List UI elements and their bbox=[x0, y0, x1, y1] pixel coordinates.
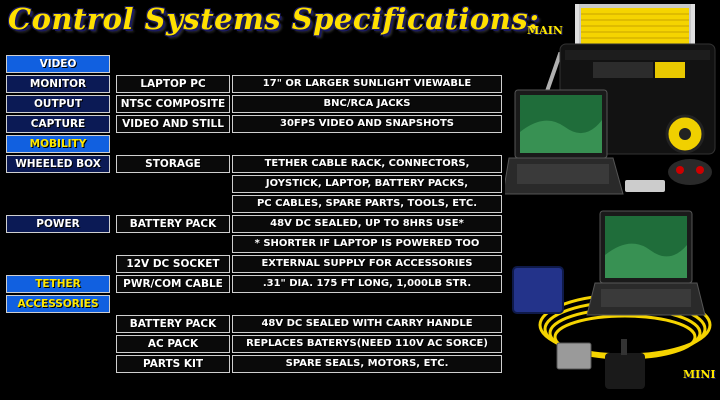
spec-detail: TETHER CABLE RACK, CONNECTORS, bbox=[232, 155, 502, 173]
spec-type: LAPTOP PC bbox=[116, 75, 230, 93]
spec-row: TETHER PWR/COM CABLE.31" DIA. 175 FT LONG… bbox=[0, 275, 510, 293]
spec-label: MONITOR bbox=[6, 75, 110, 93]
spec-type: AC PACK bbox=[116, 335, 230, 353]
spec-type: BATTERY PACK bbox=[116, 215, 230, 233]
spec-detail: 48V DC SEALED, UP TO 8HRS USE* bbox=[232, 215, 502, 233]
spec-detail: PC CABLES, SPARE PARTS, TOOLS, ETC. bbox=[232, 195, 502, 213]
page-title: Control Systems Specifications: bbox=[8, 2, 540, 36]
mini-system-photo bbox=[512, 210, 712, 389]
laptop-icon bbox=[586, 210, 706, 316]
section-header: MOBILITY bbox=[6, 135, 110, 153]
spec-detail: 30FPS VIDEO AND SNAPSHOTS bbox=[232, 115, 502, 133]
mini-photo-label: MINI bbox=[683, 368, 716, 381]
spec-label: OUTPUT bbox=[6, 95, 110, 113]
spec-row: * SHORTER IF LAPTOP IS POWERED TOO bbox=[0, 235, 510, 253]
spec-label: TETHER bbox=[6, 275, 110, 293]
spec-type: VIDEO AND STILL bbox=[116, 115, 230, 133]
spec-detail: SPARE SEALS, MOTORS, ETC. bbox=[232, 355, 502, 373]
spec-label: CAPTURE bbox=[6, 115, 110, 133]
spec-type: STORAGE bbox=[116, 155, 230, 173]
laptop-icon bbox=[505, 89, 624, 195]
spec-detail: 17" OR LARGER SUNLIGHT VIEWABLE bbox=[232, 75, 502, 93]
spec-detail: .31" DIA. 175 FT LONG, 1,000LB STR. bbox=[232, 275, 502, 293]
spec-row: MOBILITY bbox=[0, 135, 510, 153]
ac-pack-icon bbox=[556, 342, 592, 370]
spec-row: PC CABLES, SPARE PARTS, TOOLS, ETC. bbox=[0, 195, 510, 213]
spec-detail: REPLACES BATERYS(NEED 110V AC SORCE) bbox=[232, 335, 502, 353]
main-system-photo bbox=[505, 4, 716, 195]
spec-detail: BNC/RCA JACKS bbox=[232, 95, 502, 113]
spec-row: JOYSTICK, LAPTOP, BATTERY PACKS, bbox=[0, 175, 510, 193]
spec-row: ACCESSORIES bbox=[0, 295, 510, 313]
section-header: ACCESSORIES bbox=[6, 295, 110, 313]
spec-detail: EXTERNAL SUPPLY FOR ACCESSORIES bbox=[232, 255, 502, 273]
spec-type: 12V DC SOCKET bbox=[116, 255, 230, 273]
spec-label: POWER bbox=[6, 215, 110, 233]
spec-row: VIDEO bbox=[0, 55, 510, 73]
spec-type: NTSC COMPOSITE bbox=[116, 95, 230, 113]
joystick-icon bbox=[668, 159, 712, 185]
spec-type: BATTERY PACK bbox=[116, 315, 230, 333]
main-photo-label: MAIN bbox=[527, 24, 563, 37]
spec-detail: 48V DC SEALED WITH CARRY HANDLE bbox=[232, 315, 502, 333]
joystick-icon bbox=[605, 339, 645, 389]
spec-type: PARTS KIT bbox=[116, 355, 230, 373]
carry-case-icon bbox=[512, 266, 564, 314]
spec-detail: * SHORTER IF LAPTOP IS POWERED TOO bbox=[232, 235, 502, 253]
power-adapter-icon bbox=[625, 180, 665, 192]
section-header: VIDEO bbox=[6, 55, 110, 73]
spec-label: WHEELED BOX bbox=[6, 155, 110, 173]
spec-type: PWR/COM CABLE bbox=[116, 275, 230, 293]
spec-detail: JOYSTICK, LAPTOP, BATTERY PACKS, bbox=[232, 175, 502, 193]
